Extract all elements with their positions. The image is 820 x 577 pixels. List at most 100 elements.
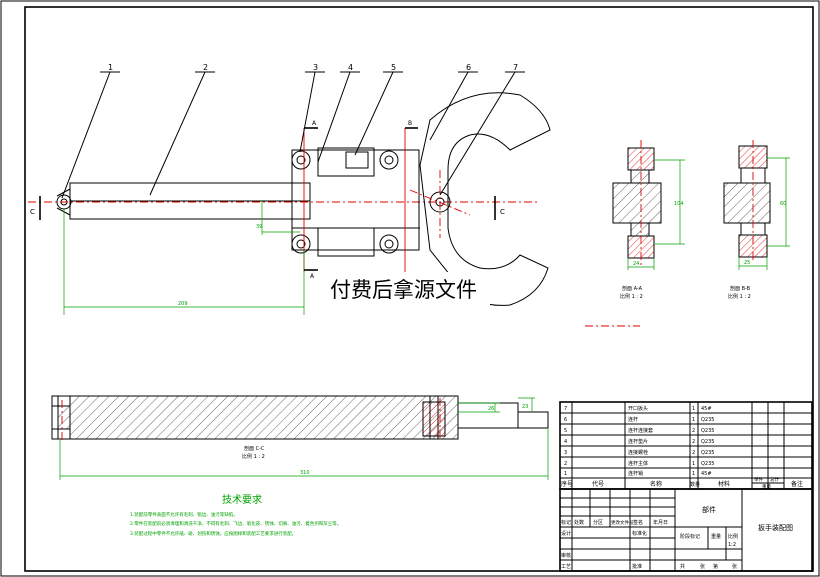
tech-line-1: 1.装配前零件表面不允许有毛刺、锐边、油污等缺陷。 bbox=[130, 511, 238, 518]
tb-sheet: 第 bbox=[713, 563, 718, 570]
section-bb-scale: 比例 1 : 2 bbox=[728, 293, 751, 300]
bom-row-7-name: 开口扳头 bbox=[628, 405, 648, 412]
balloon-3: 3 bbox=[313, 63, 318, 72]
balloon-5: 5 bbox=[391, 63, 396, 72]
title-block bbox=[559, 488, 813, 572]
section-bb-title: 剖面 B-B bbox=[730, 285, 751, 292]
tb-date: 年月日 bbox=[653, 519, 668, 526]
bom-header-code: 代号 bbox=[592, 480, 604, 488]
balloon-1: 1 bbox=[108, 63, 113, 72]
tech-line-2: 2.零件在装配前必须清理和清洗干净，不得有毛刺、飞边、氧化皮、锈蚀、切屑、油污、… bbox=[130, 520, 341, 527]
bom-header-unit: 单件 bbox=[754, 476, 763, 483]
balloon-6: 6 bbox=[466, 63, 471, 72]
balloon-7: 7 bbox=[513, 63, 518, 72]
dim-bb-width: 25 bbox=[744, 260, 750, 266]
tb-craft: 工艺 bbox=[561, 564, 571, 570]
tb-count: 处数 bbox=[574, 519, 584, 526]
tb-stage: 阶段标记 bbox=[680, 533, 700, 540]
main-view bbox=[28, 71, 551, 315]
bom-row-7-qty: 1 bbox=[692, 406, 695, 412]
bom-row-2-no: 2 bbox=[564, 461, 567, 467]
section-mark-c-right: C bbox=[500, 208, 505, 216]
balloon-4: 4 bbox=[348, 63, 353, 72]
tb-review: 审核 bbox=[561, 552, 571, 559]
bom-row-1-mat: 45# bbox=[701, 471, 712, 477]
bom-row-7-mat: 45# bbox=[701, 406, 712, 412]
bom-row-2-qty: 1 bbox=[692, 461, 695, 467]
bom-row-7-no: 7 bbox=[564, 406, 567, 412]
bom-row-1-no: 1 bbox=[564, 471, 567, 477]
bom-row-6-qty: 1 bbox=[692, 417, 695, 423]
bom-row-6-name: 连杆 bbox=[628, 416, 638, 423]
bom-header-remark: 备注 bbox=[791, 480, 803, 488]
dim-cc-s1: 26 bbox=[488, 406, 494, 412]
tb-sign: 签名 bbox=[633, 519, 643, 526]
tech-title: 技术要求 bbox=[222, 493, 262, 506]
tech-line-3: 3.装配过程中零件不允许磕、碰、划伤和锈蚀，应按图样和装配工艺要求进行装配。 bbox=[130, 530, 296, 537]
section-mark-c-left: C bbox=[30, 208, 35, 216]
bom-row-4-qty: 2 bbox=[692, 439, 695, 445]
bom-row-4-name: 连杆垫片 bbox=[628, 438, 648, 445]
section-cc-scale: 比例 1 : 2 bbox=[242, 453, 265, 460]
dim-bb-vert: 60 bbox=[780, 201, 786, 207]
tb-page: 张 bbox=[700, 563, 705, 570]
section-cc-title: 剖面 C-C bbox=[244, 445, 265, 452]
bom-row-5-name: 连杆连接套 bbox=[628, 427, 653, 434]
tb-zone: 分区 bbox=[593, 519, 603, 526]
balloon-2: 2 bbox=[203, 63, 208, 72]
dim-small: 39 bbox=[256, 224, 262, 230]
wrench-jaw bbox=[419, 92, 551, 306]
section-bb-view bbox=[723, 140, 790, 270]
bom-row-5-mat: Q235 bbox=[701, 428, 714, 434]
dim-cc-long: 310 bbox=[300, 470, 310, 476]
bom-row-5-no: 5 bbox=[564, 428, 567, 434]
bom-row-5-qty: 2 bbox=[692, 428, 695, 434]
bom-header-weight: 重量 bbox=[762, 483, 771, 490]
lower-link-sleeve bbox=[317, 227, 375, 257]
tb-drawing-name: 扳手装配图 bbox=[758, 523, 793, 532]
dim-aa-vert: 104 bbox=[674, 201, 684, 207]
section-aa-title: 剖面 A-A bbox=[622, 285, 643, 292]
tb-weight: 重量 bbox=[711, 533, 721, 540]
bom-header-mat: 材料 bbox=[718, 480, 730, 488]
dim-aa-width: 24 bbox=[633, 261, 639, 267]
bom-header-qty: 数量 bbox=[690, 481, 700, 488]
tb-part: 部件 bbox=[702, 505, 716, 514]
bom-header-total: 总计 bbox=[770, 476, 779, 483]
bom-row-6-no: 6 bbox=[564, 417, 567, 423]
dim-cc-s2: 23 bbox=[522, 404, 528, 410]
tb-scale-value: 1:2 bbox=[728, 542, 736, 548]
bom-row-4-no: 4 bbox=[564, 439, 567, 445]
section-mark-b-top: B bbox=[408, 120, 412, 127]
tb-design: 设计 bbox=[561, 530, 571, 537]
section-aa-view bbox=[612, 140, 685, 270]
bom-row-6-mat: Q235 bbox=[701, 417, 714, 423]
sheet-inner-frame bbox=[24, 6, 814, 572]
bom-row-2-mat: Q235 bbox=[701, 461, 714, 467]
section-aa-scale: 比例 1 : 2 bbox=[620, 293, 643, 300]
section-mark-a-top: A bbox=[312, 120, 317, 127]
bom-header-name: 名称 bbox=[650, 480, 662, 488]
bom-header-no: 序号 bbox=[561, 480, 573, 488]
bom-row-3-qty: 2 bbox=[692, 450, 695, 456]
section-cc-view bbox=[51, 395, 549, 480]
tb-change-doc: 更改文件号 bbox=[611, 519, 634, 526]
bom-row-1-name: 连杆销 bbox=[628, 470, 643, 477]
tb-standard: 标准化 bbox=[632, 530, 647, 537]
bom-row-1-qty: 1 bbox=[692, 471, 695, 477]
tb-sheets: 共 bbox=[680, 563, 685, 570]
bom-table bbox=[559, 401, 813, 490]
tb-scale: 比例 bbox=[728, 533, 738, 540]
watermark-text: 付费后拿源文件 bbox=[330, 278, 477, 302]
tb-page-2: 张 bbox=[732, 563, 737, 570]
tb-mark: 标记 bbox=[561, 519, 571, 526]
bom-row-3-no: 3 bbox=[564, 450, 567, 456]
dim-overall: 209 bbox=[178, 301, 188, 307]
section-mark-a-bottom: A bbox=[310, 273, 315, 280]
bom-row-3-name: 连接螺栓 bbox=[628, 449, 648, 456]
bom-row-3-mat: Q235 bbox=[701, 450, 714, 456]
bom-row-4-mat: Q235 bbox=[701, 439, 714, 445]
bom-row-2-name: 连杆主体 bbox=[628, 460, 648, 467]
